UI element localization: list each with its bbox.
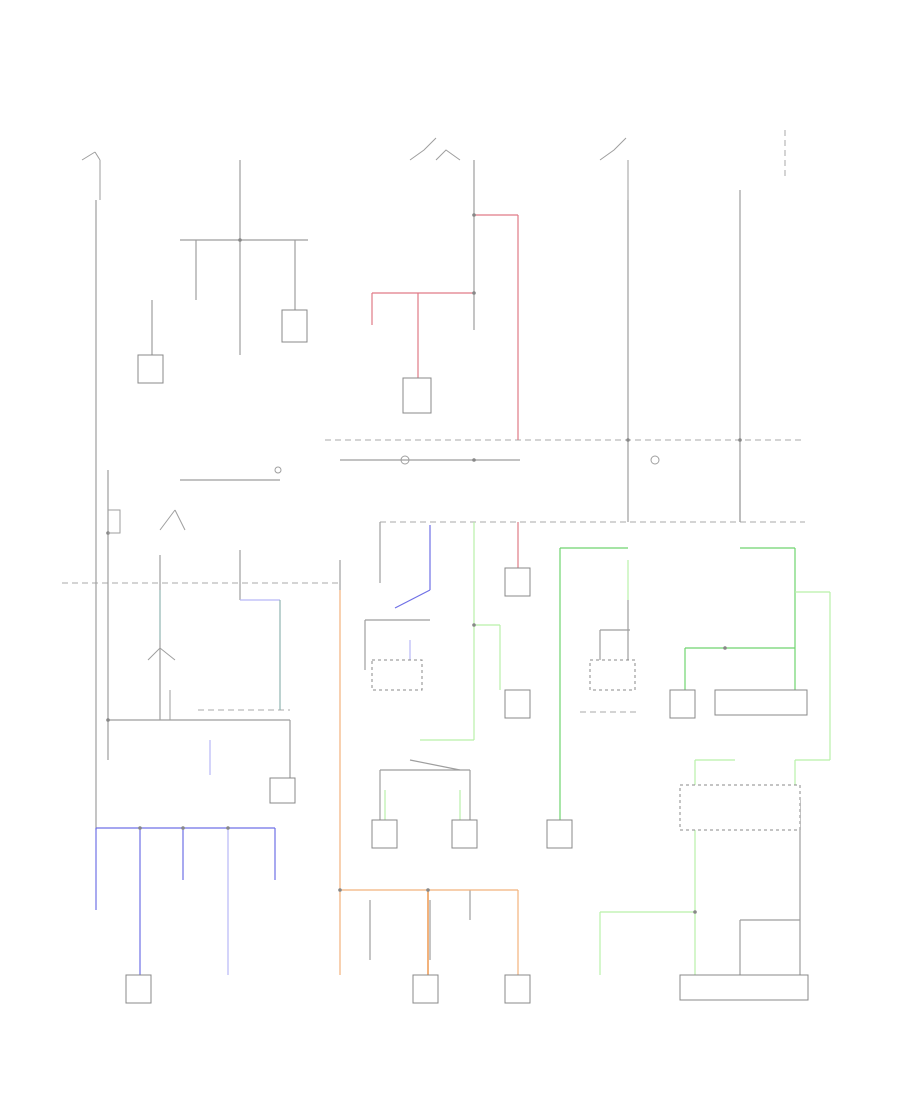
component-boxes: [125, 309, 809, 1004]
blue-wires: [95, 525, 431, 975]
ground-bus-lines: [62, 130, 805, 713]
orange-wires: [339, 590, 519, 975]
light-green-wires: [384, 522, 831, 975]
junction-dots: [106, 213, 742, 914]
gray-wires: [95, 160, 801, 980]
ignition-switch-icon: [81, 137, 629, 200]
relay-box-icon: [108, 455, 660, 720]
teal-wires: [159, 590, 281, 710]
green-wires: [559, 547, 796, 820]
red-wires: [371, 214, 519, 570]
